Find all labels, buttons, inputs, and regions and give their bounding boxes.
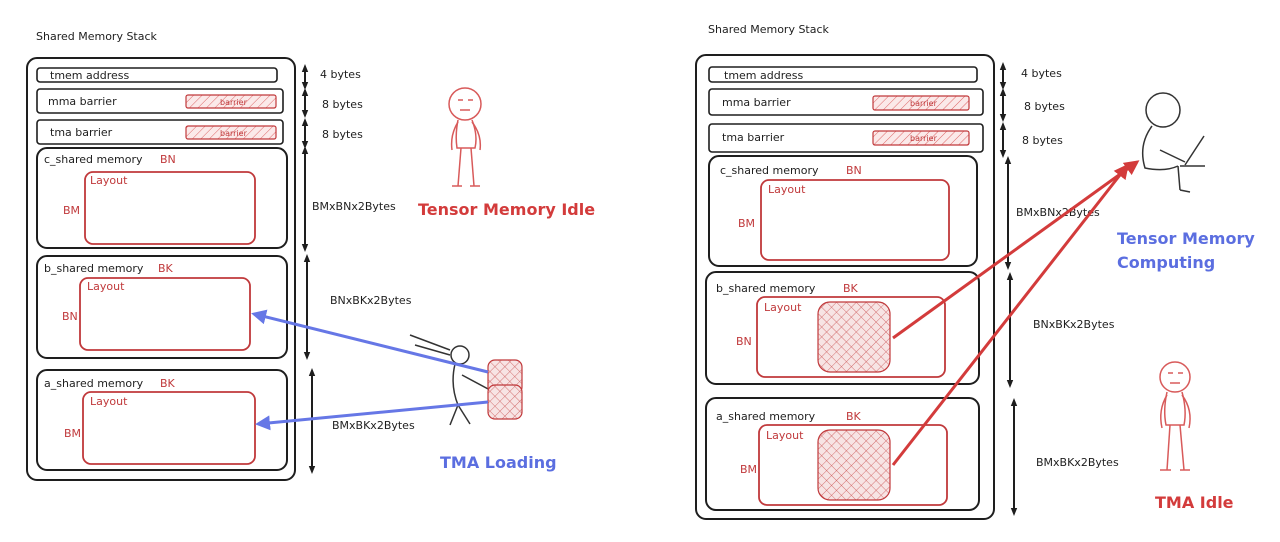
left-b-row: BN <box>62 310 78 323</box>
left-tma-tag-text: barrier <box>220 129 248 138</box>
right-mma-label: mma barrier <box>722 96 791 109</box>
right-tensor-status-1: Tensor Memory <box>1117 229 1255 248</box>
left-b-size: BNxBKx2Bytes <box>330 294 412 307</box>
left-tensor-status: Tensor Memory Idle <box>418 200 595 219</box>
right-panel: Shared Memory Stack tmem address 4 bytes… <box>695 23 1255 520</box>
right-stack-frame <box>695 54 995 520</box>
left-tma-status: TMA Loading <box>440 453 557 472</box>
left-mma-box <box>36 88 284 114</box>
left-mma-size: 8 bytes <box>322 98 363 111</box>
right-c-row: BM <box>738 217 755 230</box>
left-stack-frame <box>26 57 296 481</box>
right-c-size: BMxBNx2Bytes <box>1016 206 1100 219</box>
right-stack-title: Shared Memory Stack <box>708 23 830 36</box>
compute-arrow-a <box>891 163 1129 466</box>
right-a-tile <box>817 429 891 501</box>
computing-tensor-figure-icon <box>1141 92 1205 193</box>
right-mma-box <box>708 88 984 116</box>
left-c-layout-box <box>84 171 256 245</box>
right-c-layout-box <box>760 179 950 261</box>
idle-tensor-figure-icon <box>448 87 482 187</box>
right-a-layout-box <box>758 424 948 506</box>
left-c-col: BN <box>160 153 176 166</box>
compute-arrow-b <box>892 160 1140 340</box>
right-b-shared-box <box>705 271 980 385</box>
right-b-row: BN <box>736 335 752 348</box>
right-a-col: BK <box>846 410 862 423</box>
right-a-layout: Layout <box>766 429 804 442</box>
left-c-shared-box <box>36 147 288 249</box>
left-c-label: c_shared memory <box>44 153 143 166</box>
right-b-size: BNxBKx2Bytes <box>1033 318 1115 331</box>
left-a-col: BK <box>160 377 176 390</box>
left-stack-title: Shared Memory Stack <box>36 30 158 43</box>
right-b-layout: Layout <box>764 301 802 314</box>
left-tmem-box <box>36 67 278 83</box>
left-b-layout: Layout <box>87 280 125 293</box>
idle-tma-figure-icon <box>1159 361 1191 471</box>
right-tma-size: 8 bytes <box>1022 134 1063 147</box>
left-tma-size: 8 bytes <box>322 128 363 141</box>
right-c-label: c_shared memory <box>720 164 819 177</box>
left-c-layout: Layout <box>90 174 128 187</box>
left-tma-label: tma barrier <box>50 126 113 139</box>
left-mma-tag-text: barrier <box>220 98 248 107</box>
right-b-layout-box <box>756 296 946 378</box>
left-mma-barrier-tag <box>185 94 277 109</box>
right-tmem-size: 4 bytes <box>1021 67 1062 80</box>
right-a-size: BMxBKx2Bytes <box>1036 456 1119 469</box>
right-c-layout: Layout <box>768 183 806 196</box>
left-a-layout: Layout <box>90 395 128 408</box>
left-c-size: BMxBNx2Bytes <box>312 200 396 213</box>
right-b-col: BK <box>843 282 859 295</box>
right-tma-barrier-tag <box>872 130 970 146</box>
right-a-label: a_shared memory <box>716 410 816 423</box>
right-tma-status: TMA Idle <box>1155 493 1234 512</box>
left-b-shared-box <box>36 255 288 359</box>
left-tma-box <box>36 119 284 145</box>
left-tmem-label: tmem address <box>50 69 129 82</box>
left-tmem-size: 4 bytes <box>320 68 361 81</box>
right-tma-tag-text: barrier <box>910 134 938 143</box>
left-panel: Shared Memory Stack tmem address 4 bytes… <box>26 30 595 481</box>
left-c-row: BM <box>63 204 80 217</box>
right-mma-size: 8 bytes <box>1024 100 1065 113</box>
right-tma-box <box>708 123 984 153</box>
right-c-shared-box <box>708 155 978 267</box>
left-b-layout-box <box>79 277 251 351</box>
right-a-shared-box <box>705 397 980 511</box>
right-b-label: b_shared memory <box>716 282 816 295</box>
right-tensor-status-2: Computing <box>1117 253 1215 272</box>
tma-loading-figure-icon <box>409 334 523 426</box>
right-tma-label: tma barrier <box>722 131 785 144</box>
right-tmem-label: tmem address <box>724 69 803 82</box>
left-mma-label: mma barrier <box>48 95 117 108</box>
tma-load-arrow-a <box>255 400 489 431</box>
right-tmem-box <box>708 66 978 83</box>
right-a-row: BM <box>740 463 757 476</box>
left-a-layout-box <box>82 391 256 465</box>
left-b-label: b_shared memory <box>44 262 144 275</box>
right-mma-barrier-tag <box>872 95 970 111</box>
right-b-tile <box>817 301 891 373</box>
left-a-row: BM <box>64 427 81 440</box>
tma-load-arrow-b <box>251 309 489 374</box>
left-b-col: BK <box>158 262 174 275</box>
left-tma-barrier-tag <box>185 125 277 140</box>
right-c-col: BN <box>846 164 862 177</box>
left-a-label: a_shared memory <box>44 377 144 390</box>
left-a-size: BMxBKx2Bytes <box>332 419 415 432</box>
right-mma-tag-text: barrier <box>910 99 938 108</box>
